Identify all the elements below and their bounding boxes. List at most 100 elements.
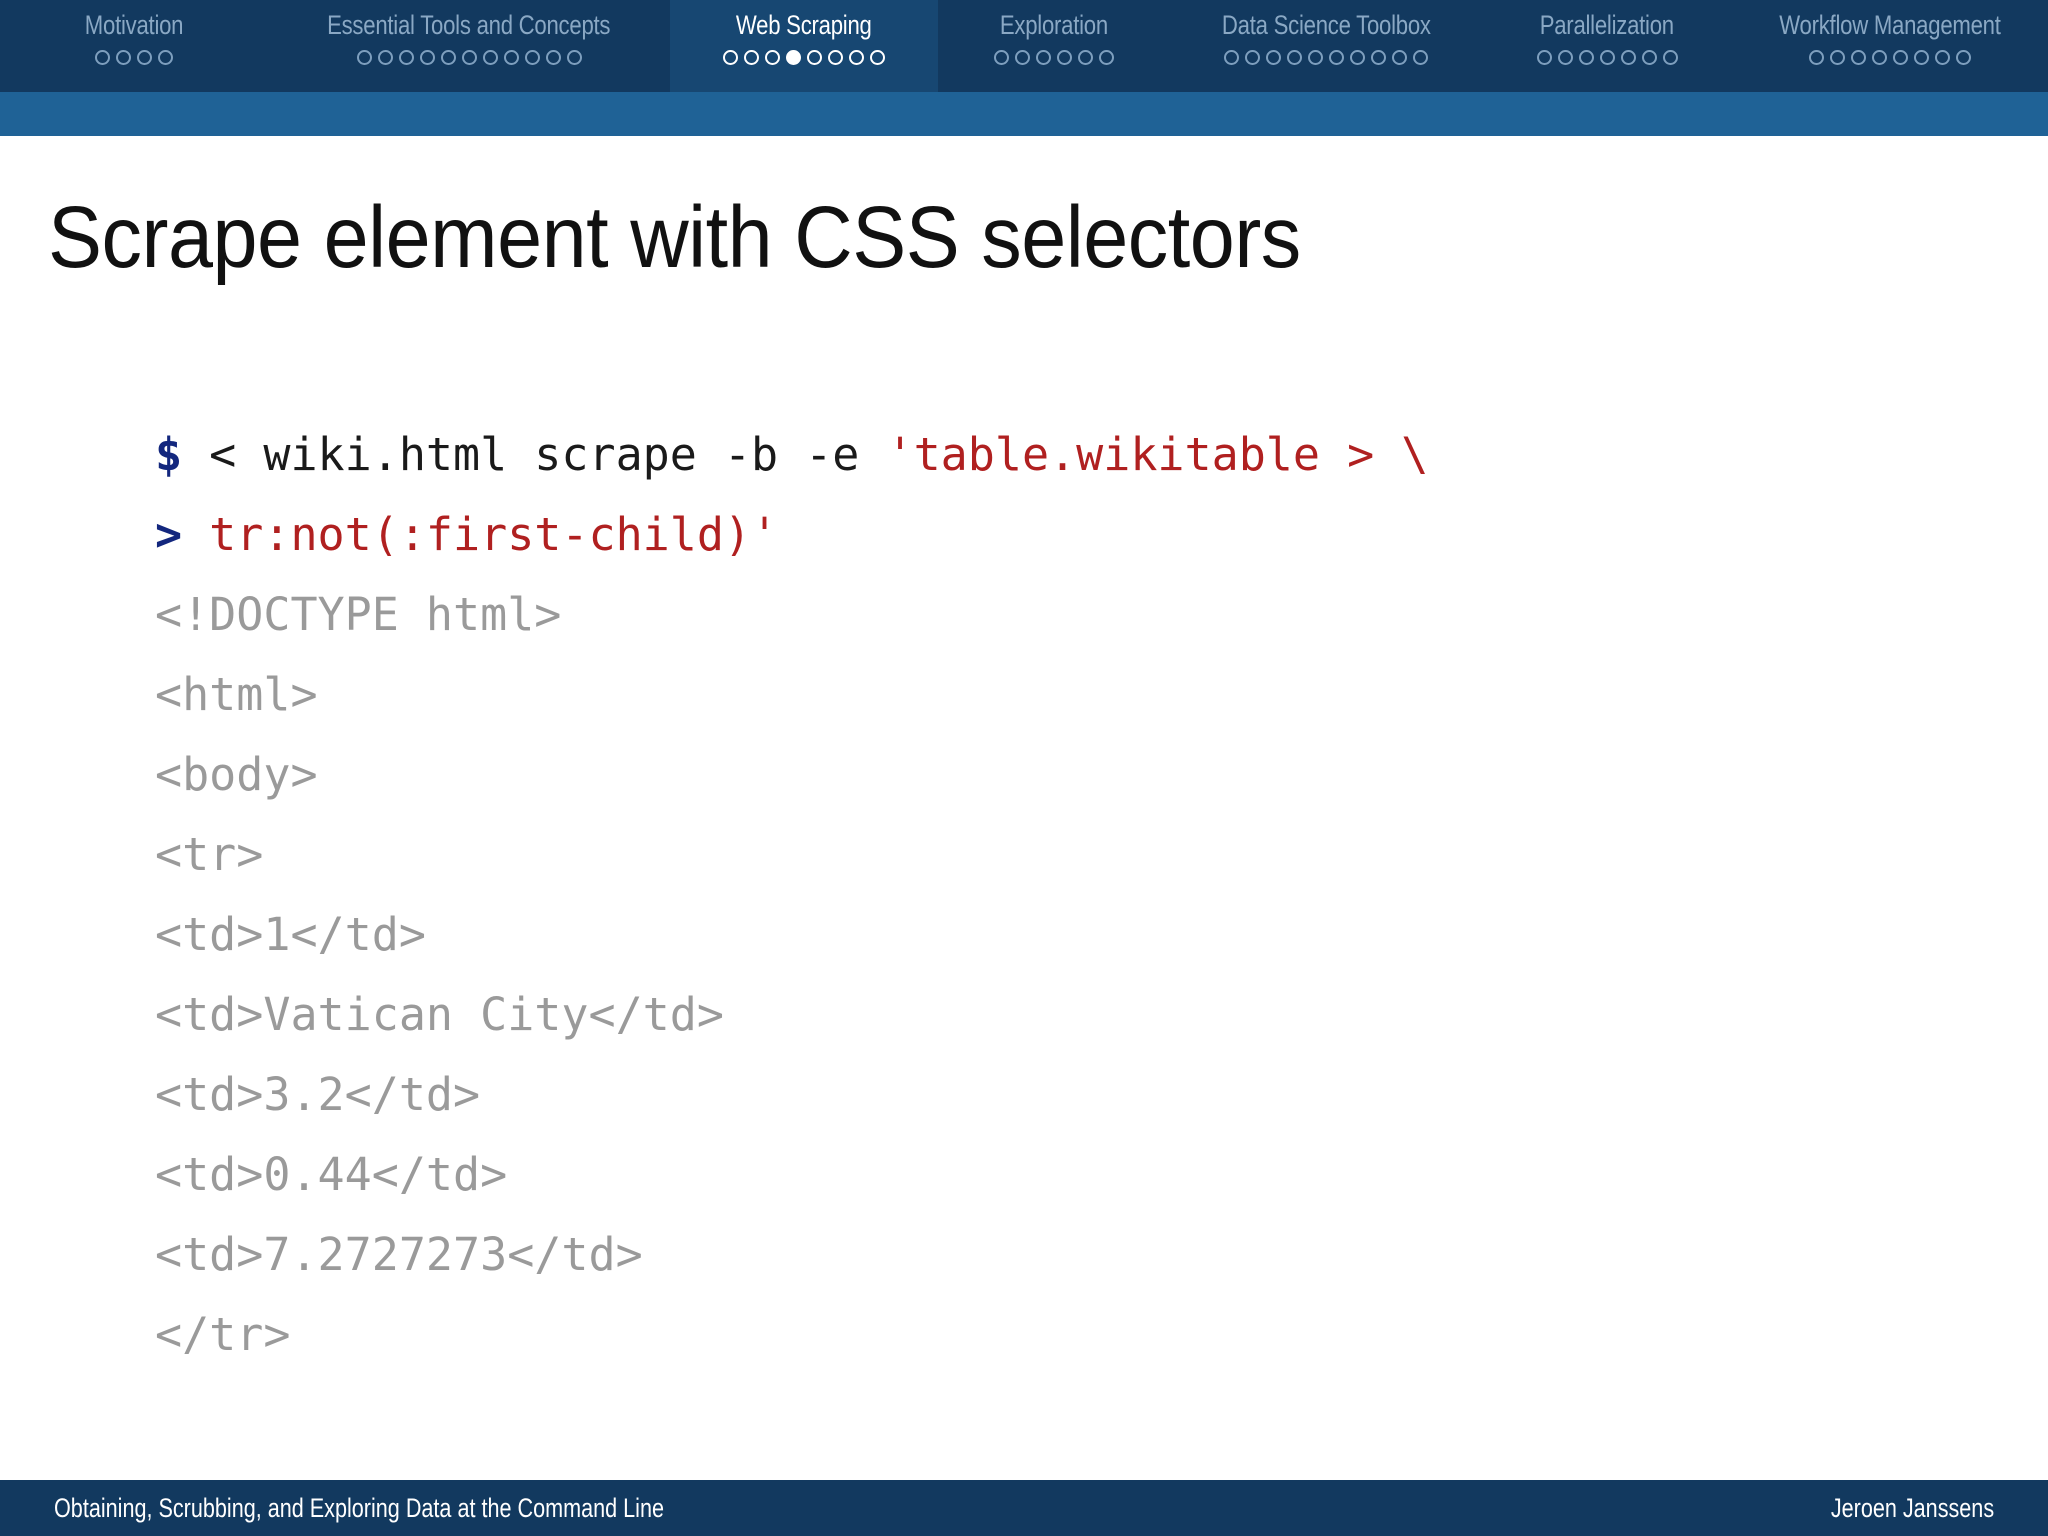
progress-dot[interactable]	[356, 50, 372, 65]
progress-dot[interactable]	[398, 50, 414, 65]
progress-dot[interactable]	[1329, 50, 1344, 65]
progress-dot[interactable]	[1078, 50, 1093, 65]
nav-section-progress-dots	[1224, 50, 1428, 65]
nav-section-label: Essential Tools and Concepts	[327, 10, 611, 40]
progress-dot[interactable]	[1809, 50, 1824, 65]
progress-dot[interactable]	[1036, 50, 1051, 65]
nav-section-web-scraping[interactable]: Web Scraping	[670, 0, 938, 92]
terminal-output-line: <td>1</td>	[155, 895, 1428, 975]
progress-dot[interactable]	[1893, 50, 1908, 65]
progress-dot[interactable]	[807, 50, 822, 65]
nav-section-exploration[interactable]: Exploration	[938, 0, 1170, 65]
progress-dot[interactable]	[116, 50, 131, 65]
progress-dot[interactable]	[95, 50, 110, 65]
progress-dot[interactable]	[1413, 50, 1428, 65]
progress-dot[interactable]	[1350, 50, 1365, 65]
progress-dot[interactable]	[1371, 50, 1386, 65]
progress-dot[interactable]	[1599, 50, 1615, 65]
progress-dot[interactable]	[1620, 50, 1636, 65]
progress-dot[interactable]	[482, 50, 498, 65]
progress-dot[interactable]	[723, 50, 738, 65]
progress-dot[interactable]	[994, 50, 1009, 65]
progress-dot[interactable]	[1057, 50, 1072, 65]
terminal-output-token: <td>1</td>	[155, 908, 426, 961]
footer-book-title: Obtaining, Scrubbing, and Exploring Data…	[54, 1492, 664, 1523]
progress-dot[interactable]	[1914, 50, 1929, 65]
nav-accent-bar	[0, 92, 2048, 136]
terminal-command-token: < wiki.html scrape -b -e	[182, 428, 887, 481]
terminal-output-token: <body>	[155, 748, 318, 801]
terminal-output-token: <!DOCTYPE html>	[155, 588, 562, 641]
nav-section-label: Web Scraping	[736, 10, 872, 40]
progress-dot[interactable]	[461, 50, 477, 65]
section-navigation-bar: Motivation Essential Tools and Concepts We…	[0, 0, 2048, 92]
progress-dot[interactable]	[1956, 50, 1971, 65]
terminal-output-token: <td>7.2727273</td>	[155, 1228, 643, 1281]
nav-section-progress-dots	[1536, 50, 1678, 65]
progress-dot[interactable]	[1392, 50, 1407, 65]
progress-dot[interactable]	[1851, 50, 1866, 65]
progress-dot[interactable]	[440, 50, 456, 65]
progress-dot[interactable]	[503, 50, 519, 65]
progress-dot[interactable]	[765, 50, 780, 65]
slide-footer: Obtaining, Scrubbing, and Exploring Data…	[0, 1480, 2048, 1536]
progress-dot[interactable]	[377, 50, 393, 65]
progress-dot[interactable]	[137, 50, 152, 65]
terminal-output-line: <td>3.2</td>	[155, 1055, 1428, 1135]
nav-section-workflow-management[interactable]: Workflow Management	[1732, 0, 2048, 65]
progress-dot[interactable]	[1662, 50, 1678, 65]
page-title: Scrape element with CSS selectors	[48, 189, 1301, 286]
terminal-prompt-symbol: $	[155, 428, 183, 481]
terminal-output-line: <tr>	[155, 815, 1428, 895]
terminal-code-block: $ < wiki.html scrape -b -e 'table.wikita…	[155, 415, 1428, 1375]
progress-dot[interactable]	[1287, 50, 1302, 65]
terminal-output-token: <td>Vatican City</td>	[155, 988, 724, 1041]
progress-dot[interactable]	[1536, 50, 1552, 65]
terminal-output-token: </tr>	[155, 1308, 291, 1361]
progress-dot[interactable]	[419, 50, 435, 65]
progress-dot[interactable]	[545, 50, 561, 65]
progress-dot-current[interactable]	[786, 50, 801, 65]
progress-dot[interactable]	[828, 50, 843, 65]
progress-dot[interactable]	[1830, 50, 1845, 65]
progress-dot[interactable]	[1308, 50, 1323, 65]
progress-dot[interactable]	[1578, 50, 1594, 65]
progress-dot[interactable]	[1557, 50, 1573, 65]
terminal-output-line: <td>7.2727273</td>	[155, 1215, 1428, 1295]
nav-section-motivation[interactable]: Motivation	[0, 0, 268, 65]
progress-dot[interactable]	[1641, 50, 1657, 65]
nav-section-label: Exploration	[999, 10, 1109, 40]
nav-section-label: Motivation	[84, 10, 184, 40]
progress-dot[interactable]	[1872, 50, 1887, 65]
progress-dot[interactable]	[566, 50, 582, 65]
terminal-output-line: <!DOCTYPE html>	[155, 575, 1428, 655]
nav-section-data-science-toolbox[interactable]: Data Science Toolbox	[1170, 0, 1482, 65]
terminal-output-line: <td>0.44</td>	[155, 1135, 1428, 1215]
terminal-output-line: </tr>	[155, 1295, 1428, 1375]
terminal-output-token: <td>3.2</td>	[155, 1068, 481, 1121]
terminal-string-token: 'table.wikitable > \	[886, 428, 1429, 481]
progress-dot[interactable]	[1015, 50, 1030, 65]
progress-dot[interactable]	[849, 50, 864, 65]
terminal-string-token: tr:not(:first-child)'	[182, 508, 779, 561]
nav-section-progress-dots	[95, 50, 173, 65]
progress-dot[interactable]	[870, 50, 885, 65]
terminal-output-line: <body>	[155, 735, 1428, 815]
progress-dot[interactable]	[744, 50, 759, 65]
progress-dot[interactable]	[1935, 50, 1950, 65]
terminal-output-line: <td>Vatican City</td>	[155, 975, 1428, 1055]
progress-dot[interactable]	[158, 50, 173, 65]
progress-dot[interactable]	[1245, 50, 1260, 65]
terminal-command-line: > tr:not(:first-child)'	[155, 495, 1428, 575]
nav-section-parallelization[interactable]: Parallelization	[1482, 0, 1732, 65]
nav-section-progress-dots	[356, 50, 582, 65]
nav-section-label: Data Science Toolbox	[1221, 10, 1431, 40]
nav-section-label: Workflow Management	[1779, 10, 2001, 40]
progress-dot[interactable]	[1266, 50, 1281, 65]
progress-dot[interactable]	[1224, 50, 1239, 65]
progress-dot[interactable]	[524, 50, 540, 65]
nav-section-essential-tools-and-concepts[interactable]: Essential Tools and Concepts	[268, 0, 670, 65]
progress-dot[interactable]	[1099, 50, 1114, 65]
terminal-prompt-symbol: >	[155, 508, 183, 561]
